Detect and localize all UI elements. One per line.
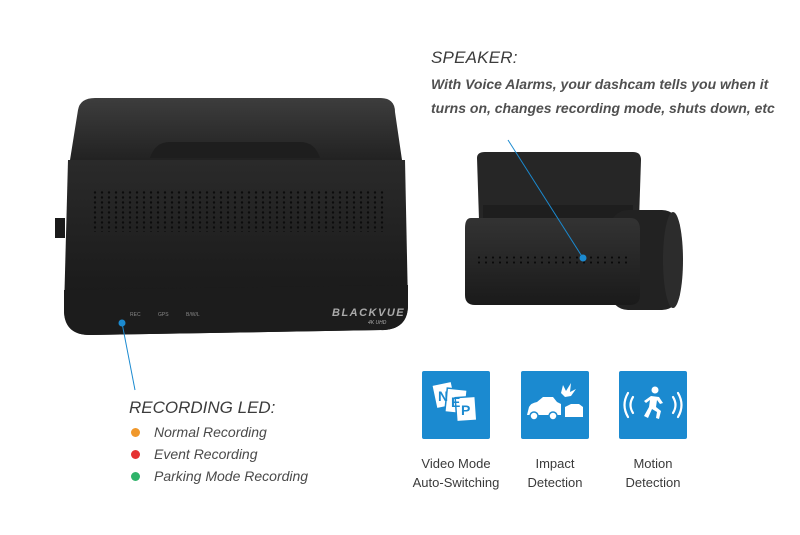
svg-text:P: P	[461, 402, 470, 418]
motion-icon	[619, 371, 687, 439]
svg-text:E: E	[451, 394, 460, 410]
dashcam-main-unit-image: REC GPS B/W/L BLACKVUE 4K UHD	[55, 98, 408, 335]
dashcam-camera-unit-image	[465, 152, 683, 310]
led-label-gps: GPS	[158, 312, 169, 318]
orange-dot-icon	[131, 427, 140, 437]
led-label-rec: REC	[130, 312, 141, 318]
led-label-bwl: B/W/L	[186, 312, 200, 318]
speaker-pointer-dot	[579, 254, 587, 262]
feature-label-line2: Detection	[527, 475, 583, 490]
led-item-parking: Parking Mode Recording	[131, 466, 308, 486]
speaker-description: With Voice Alarms, your dashcam tells yo…	[431, 76, 775, 116]
feature-label-line1: Impact	[535, 456, 575, 471]
feature-motion: Motion Detection	[603, 371, 703, 492]
impact-icon	[521, 371, 589, 439]
led-item-label: Parking Mode Recording	[154, 468, 309, 484]
led-pointer-dot	[118, 319, 126, 327]
feature-label-line1: Video Mode	[421, 456, 491, 471]
recording-led-title: RECORDING LED:	[129, 398, 276, 417]
led-item-event: Event Recording	[131, 444, 258, 464]
svg-text:N: N	[438, 388, 448, 404]
feature-label-line2: Auto-Switching	[412, 475, 500, 490]
led-item-normal: Normal Recording	[131, 422, 267, 442]
feature-impact: Impact Detection	[505, 371, 605, 492]
brand-logo: BLACKVUE	[332, 307, 405, 319]
feature-label-line1: Motion	[633, 456, 673, 471]
model-label: 4K UHD	[368, 320, 387, 326]
feature-label-line2: Detection	[625, 475, 681, 490]
speaker-title: SPEAKER:	[431, 48, 518, 67]
led-item-label: Event Recording	[154, 446, 258, 462]
red-dot-icon	[131, 449, 140, 459]
led-item-label: Normal Recording	[154, 424, 267, 440]
green-dot-icon	[131, 471, 140, 481]
